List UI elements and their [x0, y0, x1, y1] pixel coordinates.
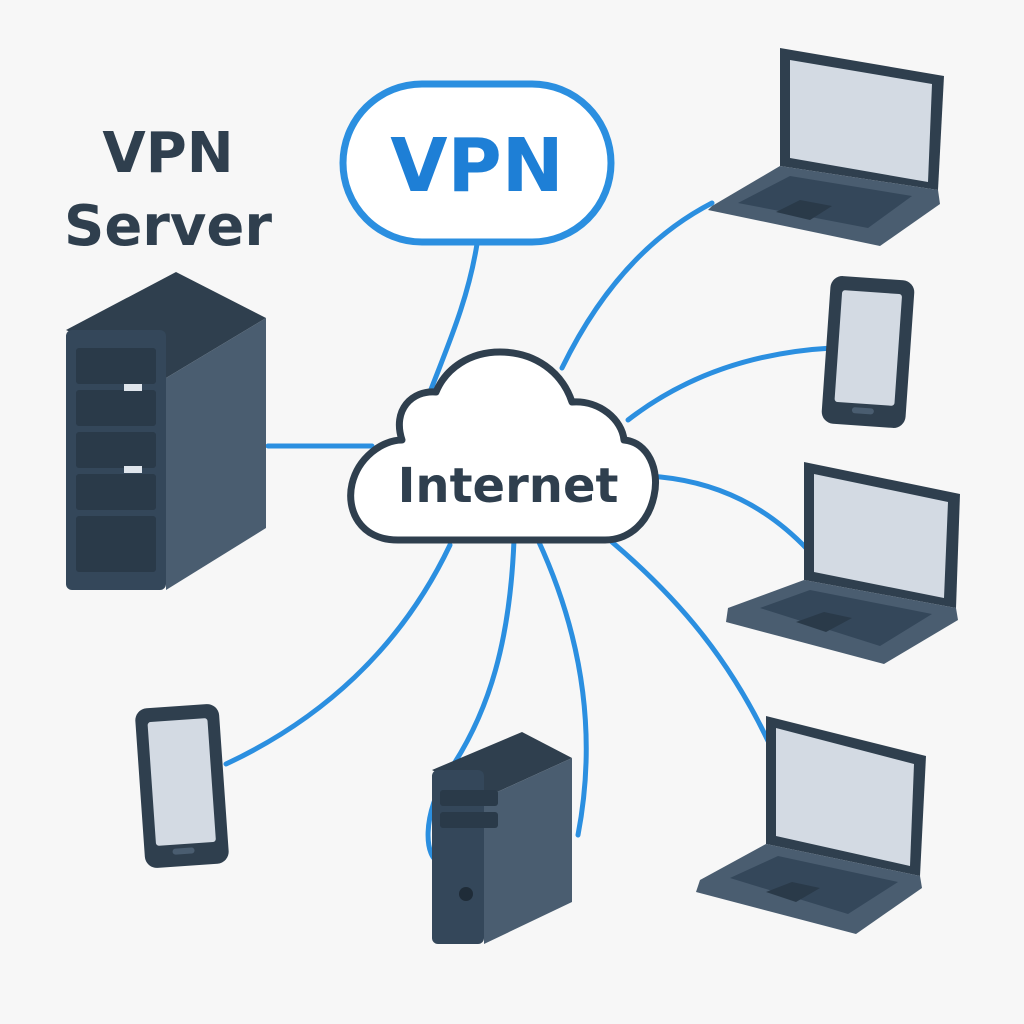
tablet-right-icon [821, 276, 915, 428]
link-tablet-right [625, 345, 835, 423]
server-title-line2: Server [64, 194, 272, 259]
link-desktop-tower-a [425, 537, 517, 865]
link-desktop-tower-b [535, 537, 589, 838]
laptop-bottom-right-icon [696, 716, 926, 934]
link-tablet-bottom-left [223, 542, 453, 767]
rack-server-icon [66, 272, 266, 590]
link-laptop-bottom-right [609, 539, 773, 748]
internet-label: Internet [398, 458, 619, 514]
laptop-middle-right-icon [726, 462, 960, 664]
vpn-badge-label: VPN [390, 123, 563, 209]
tablet-bottom-left-icon [135, 704, 229, 868]
desktop-tower-icon [432, 732, 572, 944]
link-vpn-badge [427, 241, 480, 395]
link-laptop-middle-right [645, 473, 811, 553]
internet-cloud: Internet [347, 348, 659, 544]
server-title-line1: VPN [102, 121, 233, 186]
laptop-top-right-icon [708, 48, 944, 246]
vpn-badge: VPN [339, 80, 615, 246]
link-laptop-top-right [559, 200, 715, 371]
connection-lines [223, 200, 835, 865]
